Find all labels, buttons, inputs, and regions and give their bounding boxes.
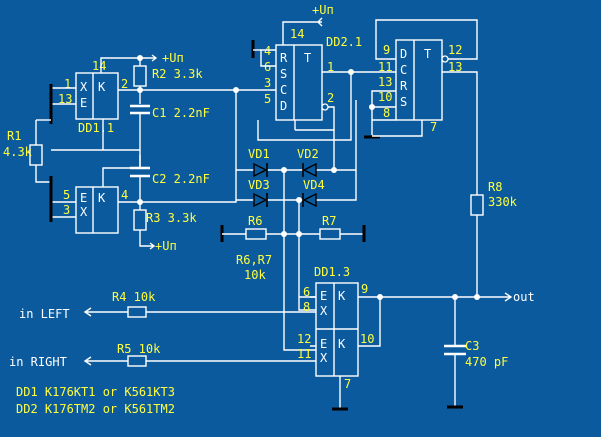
- svg-text:5: 5: [63, 188, 70, 202]
- vd4-label: VD4: [303, 178, 325, 192]
- r3-label: R3 3.3k: [146, 211, 197, 225]
- svg-text:11: 11: [297, 347, 311, 361]
- svg-text:3: 3: [264, 76, 271, 90]
- svg-text:X: X: [80, 205, 88, 219]
- svg-text:1: 1: [64, 77, 71, 91]
- vcc-dd11-label: +Uп: [162, 51, 184, 65]
- svg-text:C: C: [280, 83, 287, 97]
- chip-dd1-1: X E K DD1.1 14 1 13 2: [58, 59, 128, 135]
- chip-dd1-1-name: DD1.1: [78, 121, 114, 135]
- diode-network: [236, 100, 357, 208]
- svg-text:8: 8: [383, 106, 390, 120]
- input-left-label: in LEFT: [19, 307, 70, 321]
- svg-text:K: K: [338, 337, 346, 351]
- r8-name: R8: [488, 180, 502, 194]
- r1-value: 4.3k: [3, 145, 33, 159]
- input-right-label: in RIGHT: [9, 355, 67, 369]
- r1-name: R1: [7, 129, 21, 143]
- svg-text:14: 14: [290, 27, 304, 41]
- svg-text:13: 13: [448, 60, 462, 74]
- svg-text:2: 2: [327, 91, 334, 105]
- input-left-wire: [83, 307, 316, 317]
- svg-text:11: 11: [378, 60, 392, 74]
- svg-text:C: C: [400, 63, 407, 77]
- svg-text:12: 12: [448, 43, 462, 57]
- svg-text:X: X: [320, 351, 328, 365]
- svg-text:K: K: [98, 191, 106, 205]
- r4-label: R4 10k: [112, 290, 156, 304]
- vcc-r3-label: +Uп: [155, 239, 177, 253]
- chip-dd1-3: DD1.3 E X K E X K 6 8 9 12 11 10 7: [297, 265, 374, 391]
- chip-dd1-2: E X K 5 3 4: [63, 186, 128, 234]
- chip-dd2-2: D C R S T 9 11 13 10 8 12 13 7: [378, 39, 462, 134]
- svg-text:E: E: [80, 96, 87, 110]
- vd3-label: VD3: [248, 178, 270, 192]
- svg-text:E: E: [320, 289, 327, 303]
- svg-text:9: 9: [361, 282, 368, 296]
- c2-label: C2 2.2nF: [152, 172, 210, 186]
- c1-label: C1 2.2nF: [152, 106, 210, 120]
- input-right-wire: [83, 356, 316, 366]
- svg-text:7: 7: [344, 377, 351, 391]
- c3-name: C3: [465, 339, 479, 353]
- svg-text:6: 6: [303, 285, 310, 299]
- vd2-label: VD2: [297, 147, 319, 161]
- chip-dd2-1: DD2.1 R S C D T 14 4 6 3 5 1 2: [264, 27, 362, 121]
- svg-text:R: R: [280, 51, 288, 65]
- svg-text:3: 3: [63, 203, 70, 217]
- svg-text:D: D: [400, 47, 407, 61]
- svg-text:4: 4: [121, 188, 128, 202]
- svg-text:7: 7: [430, 120, 437, 134]
- svg-text:13: 13: [378, 75, 392, 89]
- r7-label: R7: [322, 214, 336, 228]
- r6-r7-name: R6,R7: [236, 253, 272, 267]
- svg-text:K: K: [98, 80, 106, 94]
- svg-text:S: S: [400, 95, 407, 109]
- output-label: out: [513, 290, 535, 304]
- r6-r7-value: 10k: [244, 268, 266, 282]
- vd1-label: VD1: [248, 147, 270, 161]
- svg-text:4: 4: [264, 44, 271, 58]
- r5-label: R5 10k: [117, 342, 161, 356]
- vcc-top-wire: [282, 17, 323, 45]
- svg-text:E: E: [320, 337, 327, 351]
- svg-text:10: 10: [360, 332, 374, 346]
- svg-text:6: 6: [264, 60, 271, 74]
- chip-dd1-3-name: DD1.3: [314, 265, 350, 279]
- r2-label: R2 3.3k: [152, 67, 203, 81]
- svg-text:12: 12: [297, 332, 311, 346]
- svg-text:S: S: [280, 67, 287, 81]
- svg-text:D: D: [280, 99, 287, 113]
- svg-text:14: 14: [92, 59, 106, 73]
- svg-text:9: 9: [383, 43, 390, 57]
- svg-text:10: 10: [378, 90, 392, 104]
- svg-text:E: E: [80, 191, 87, 205]
- c3-value: 470 pF: [465, 355, 508, 369]
- svg-text:T: T: [304, 51, 311, 65]
- svg-text:X: X: [320, 304, 328, 318]
- vcc-top-label: +Uп: [312, 3, 334, 17]
- svg-text:X: X: [80, 80, 88, 94]
- r6-label: R6: [248, 214, 262, 228]
- chip-dd2-1-name: DD2.1: [326, 35, 362, 49]
- svg-text:8: 8: [303, 300, 310, 314]
- svg-text:1: 1: [327, 60, 334, 74]
- note-dd2: DD2 K176TM2 or K561TM2: [16, 402, 175, 416]
- r8-value: 330k: [488, 195, 518, 209]
- svg-text:K: K: [338, 289, 346, 303]
- svg-text:T: T: [424, 47, 431, 61]
- svg-text:5: 5: [264, 92, 271, 106]
- svg-text:R: R: [400, 79, 408, 93]
- svg-text:13: 13: [58, 92, 72, 106]
- note-dd1: DD1 K176KT1 or K561KT3: [16, 385, 175, 399]
- svg-text:2: 2: [121, 77, 128, 91]
